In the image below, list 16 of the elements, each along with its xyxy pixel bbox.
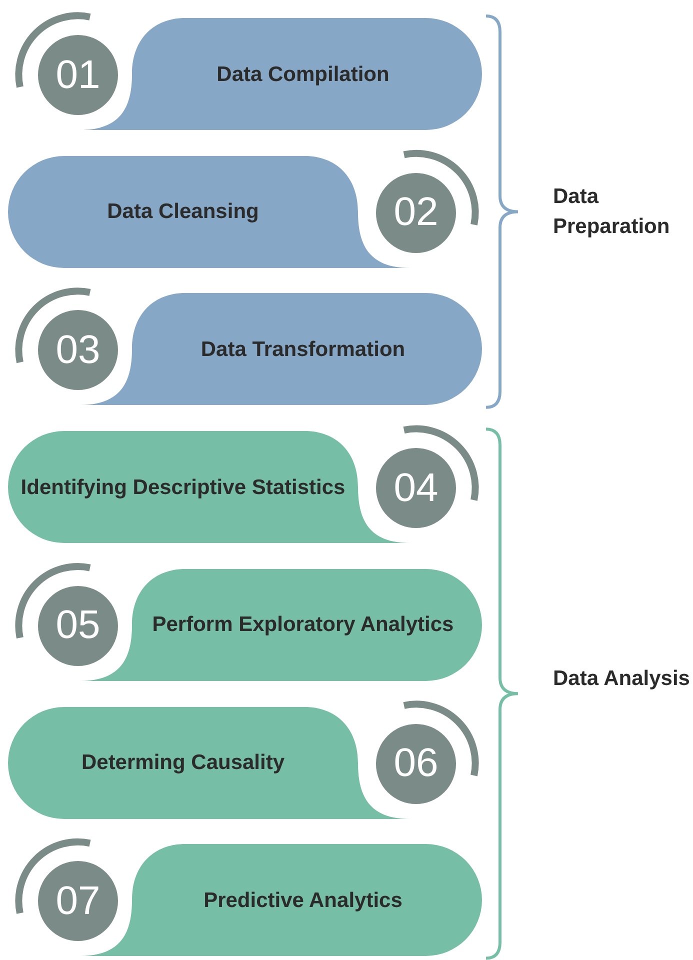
- step-label: Perform Exploratory Analytics: [151, 612, 455, 638]
- step-label: Determing Causality: [80, 750, 286, 776]
- number-circle: 06: [376, 724, 456, 804]
- step-label: Predictive Analytics: [202, 888, 404, 914]
- step-label: Identifying Descriptive Statistics: [20, 474, 346, 501]
- number-circle: 03: [38, 310, 118, 390]
- number-circle: 05: [38, 586, 118, 666]
- step-label: Data Cleansing: [106, 199, 260, 226]
- step-label: Data Compilation: [216, 62, 390, 88]
- number-circle: 07: [38, 861, 118, 942]
- number-circle: 04: [376, 448, 456, 528]
- number-circle: 02: [376, 172, 456, 253]
- group-label: Data Analysis: [553, 666, 691, 692]
- group-label: Data Preparation: [553, 184, 671, 240]
- number-circle: 01: [38, 35, 118, 115]
- step-label: Data Transformation: [200, 336, 406, 363]
